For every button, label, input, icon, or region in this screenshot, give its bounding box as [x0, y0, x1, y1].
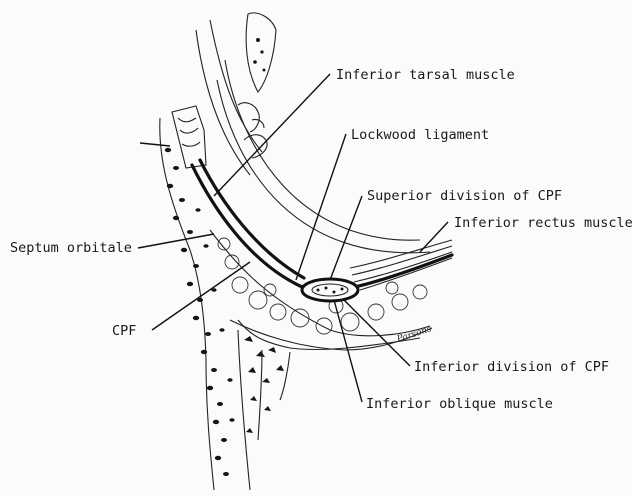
label-inferior-division-cpf: Inferior division of CPF [414, 359, 609, 375]
leader-eyelid-tick [140, 143, 170, 146]
leader-inferior-tarsal-muscle [214, 74, 330, 196]
artist-signature: Parsons [395, 324, 433, 345]
label-septum-orbitale: Septum orbitale [10, 240, 132, 256]
label-lockwood-ligament: Lockwood ligament [351, 127, 489, 143]
inferior-oblique-muscle-shape [302, 279, 358, 301]
leader-inferior-oblique-muscle [334, 300, 362, 402]
orbicularis-stipple [165, 148, 235, 476]
upper-eyelid-structure [196, 13, 276, 175]
label-inferior-rectus-muscle: Inferior rectus muscle [454, 215, 632, 231]
label-superior-division-cpf: Superior division of CPF [367, 188, 562, 204]
label-cpf: CPF [112, 323, 136, 339]
lower-lid [160, 106, 452, 490]
globe-outline [217, 60, 430, 253]
leader-lines [138, 74, 448, 402]
leader-cpf [152, 262, 250, 330]
label-inferior-oblique-muscle: Inferior oblique muscle [366, 396, 553, 412]
leader-septum-orbitale [138, 234, 214, 248]
label-inferior-tarsal-muscle: Inferior tarsal muscle [336, 67, 515, 83]
leader-inferior-rectus-muscle [420, 222, 448, 252]
inferior-rectus-muscle-band [350, 240, 452, 290]
leader-superior-division-cpf [330, 196, 362, 280]
